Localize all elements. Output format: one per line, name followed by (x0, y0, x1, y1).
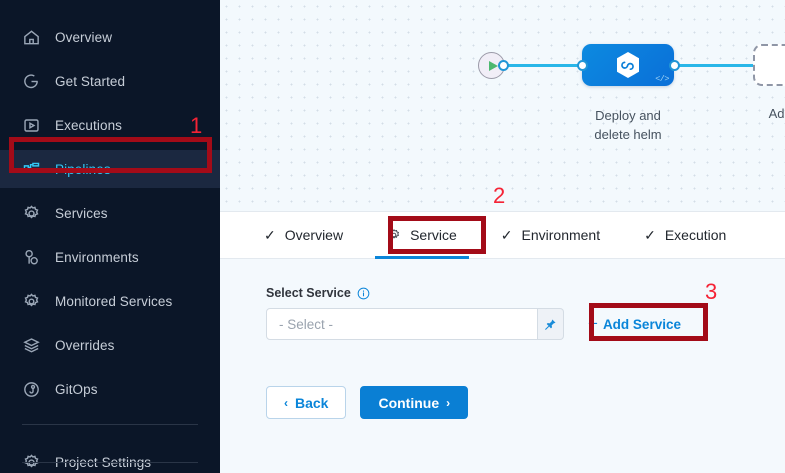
gear-icon (22, 204, 41, 223)
stage-node-label: Deploy and delete helm (560, 106, 696, 144)
rocket-start-icon (22, 72, 41, 91)
continue-button[interactable]: Continue › (360, 386, 469, 419)
back-button-label: Back (295, 394, 329, 411)
edge-start-to-stage (502, 64, 588, 67)
sidebar-item-environments[interactable]: Environments (0, 238, 220, 276)
sidebar-item-label: Executions (55, 117, 123, 133)
environments-icon (22, 248, 41, 267)
pin-service-button[interactable] (538, 308, 564, 340)
add-service-label: Add Service (602, 316, 681, 332)
sidebar-item-services[interactable]: Services (0, 194, 220, 232)
chevron-left-icon: ‹ (284, 395, 288, 410)
add-service-button[interactable]: + Add Service (588, 314, 681, 333)
tab-label: Service (410, 227, 457, 243)
sidebar-item-label: GitOps (55, 381, 98, 397)
sidebar-item-overview[interactable]: Overview (0, 18, 220, 56)
sidebar-item-overrides[interactable]: Overrides (0, 326, 220, 364)
sidebar-item-label: Get Started (55, 73, 126, 89)
sidebar-item-get-started[interactable]: Get Started (0, 62, 220, 100)
sidebar-item-executions[interactable]: Executions (0, 106, 220, 144)
sidebar-item-project-settings[interactable]: Project Settings (0, 443, 220, 473)
pin-icon (545, 318, 556, 330)
stage-label-line-1: Deploy and (595, 108, 661, 123)
sidebar-item-label: Services (55, 205, 108, 221)
gitops-icon (22, 380, 41, 399)
monitored-icon (22, 292, 41, 311)
add-stage-label: Add Stage (768, 106, 785, 121)
add-stage-button[interactable]: + (753, 44, 785, 86)
sidebar-item-monitored-services[interactable]: Monitored Services (0, 282, 220, 320)
pipeline-canvas[interactable]: </> Deploy and delete helm + Add Stage (220, 0, 785, 211)
info-icon[interactable] (357, 287, 370, 300)
pipeline-icon (22, 160, 41, 179)
back-button[interactable]: ‹ Back (266, 386, 347, 419)
edge-stage-to-add (668, 64, 760, 67)
layers-icon (22, 336, 41, 355)
home-icon (22, 28, 41, 47)
sidebar-item-label: Monitored Services (55, 293, 173, 309)
sidebar-item-pipelines[interactable]: Pipelines (0, 150, 220, 188)
service-tab-content: Select Service - Select - (220, 259, 785, 473)
connector-dot-stage-right[interactable] (669, 59, 680, 71)
tab-overview[interactable]: ✓ Overview (242, 212, 365, 259)
check-icon: ✓ (264, 227, 276, 243)
tab-label: Execution (664, 227, 727, 243)
select-service-placeholder: - Select - (279, 316, 334, 332)
stage-label-line-2: delete helm (594, 127, 662, 142)
tab-environment[interactable]: ✓ Environment (479, 212, 622, 259)
sidebar-item-label: Overrides (55, 337, 115, 353)
main-area: </> Deploy and delete helm + Add Stage ✓… (220, 0, 785, 473)
select-service-label: Select Service (266, 286, 351, 300)
play-icon (488, 60, 498, 71)
select-service-label-row: Select Service (266, 286, 785, 300)
sidebar-bottom-divider (22, 462, 198, 463)
select-service-row: - Select - + Add Service (266, 308, 785, 340)
tab-label: Overview (284, 227, 344, 243)
form-button-row: ‹ Back Continue › (266, 386, 785, 419)
sidebar-item-label: Overview (55, 29, 113, 45)
chevron-right-icon: › (446, 395, 451, 410)
check-icon: ✓ (644, 227, 656, 243)
sidebar-item-label: Pipelines (55, 161, 111, 177)
sidebar-item-gitops[interactable]: GitOps (0, 370, 220, 408)
connector-dot-start[interactable] (498, 59, 509, 71)
sidebar-divider (22, 424, 198, 425)
stage-node-deploy-and-delete-helm[interactable]: </> (582, 44, 674, 86)
sidebar: Overview Get Started Executions Pipeline… (0, 0, 220, 473)
sidebar-item-label: Environments (55, 249, 139, 265)
code-badge-icon: </> (655, 74, 669, 84)
tab-label: Environment (521, 227, 601, 243)
play-box-icon (22, 116, 41, 135)
check-icon: ✓ (500, 227, 513, 243)
plus-icon: + (588, 314, 598, 333)
connector-dot-stage-left[interactable] (577, 59, 588, 71)
harness-hexagon-icon (617, 51, 639, 78)
tab-execution[interactable]: ✓ Execution (622, 212, 748, 259)
stage-tabbar: ✓ Overview Service ✓ Environment ✓ Execu… (220, 211, 785, 259)
gear-icon (387, 228, 401, 242)
select-service-input[interactable]: - Select - (266, 308, 538, 340)
tab-service[interactable]: Service (365, 212, 479, 259)
continue-button-label: Continue (378, 394, 440, 411)
